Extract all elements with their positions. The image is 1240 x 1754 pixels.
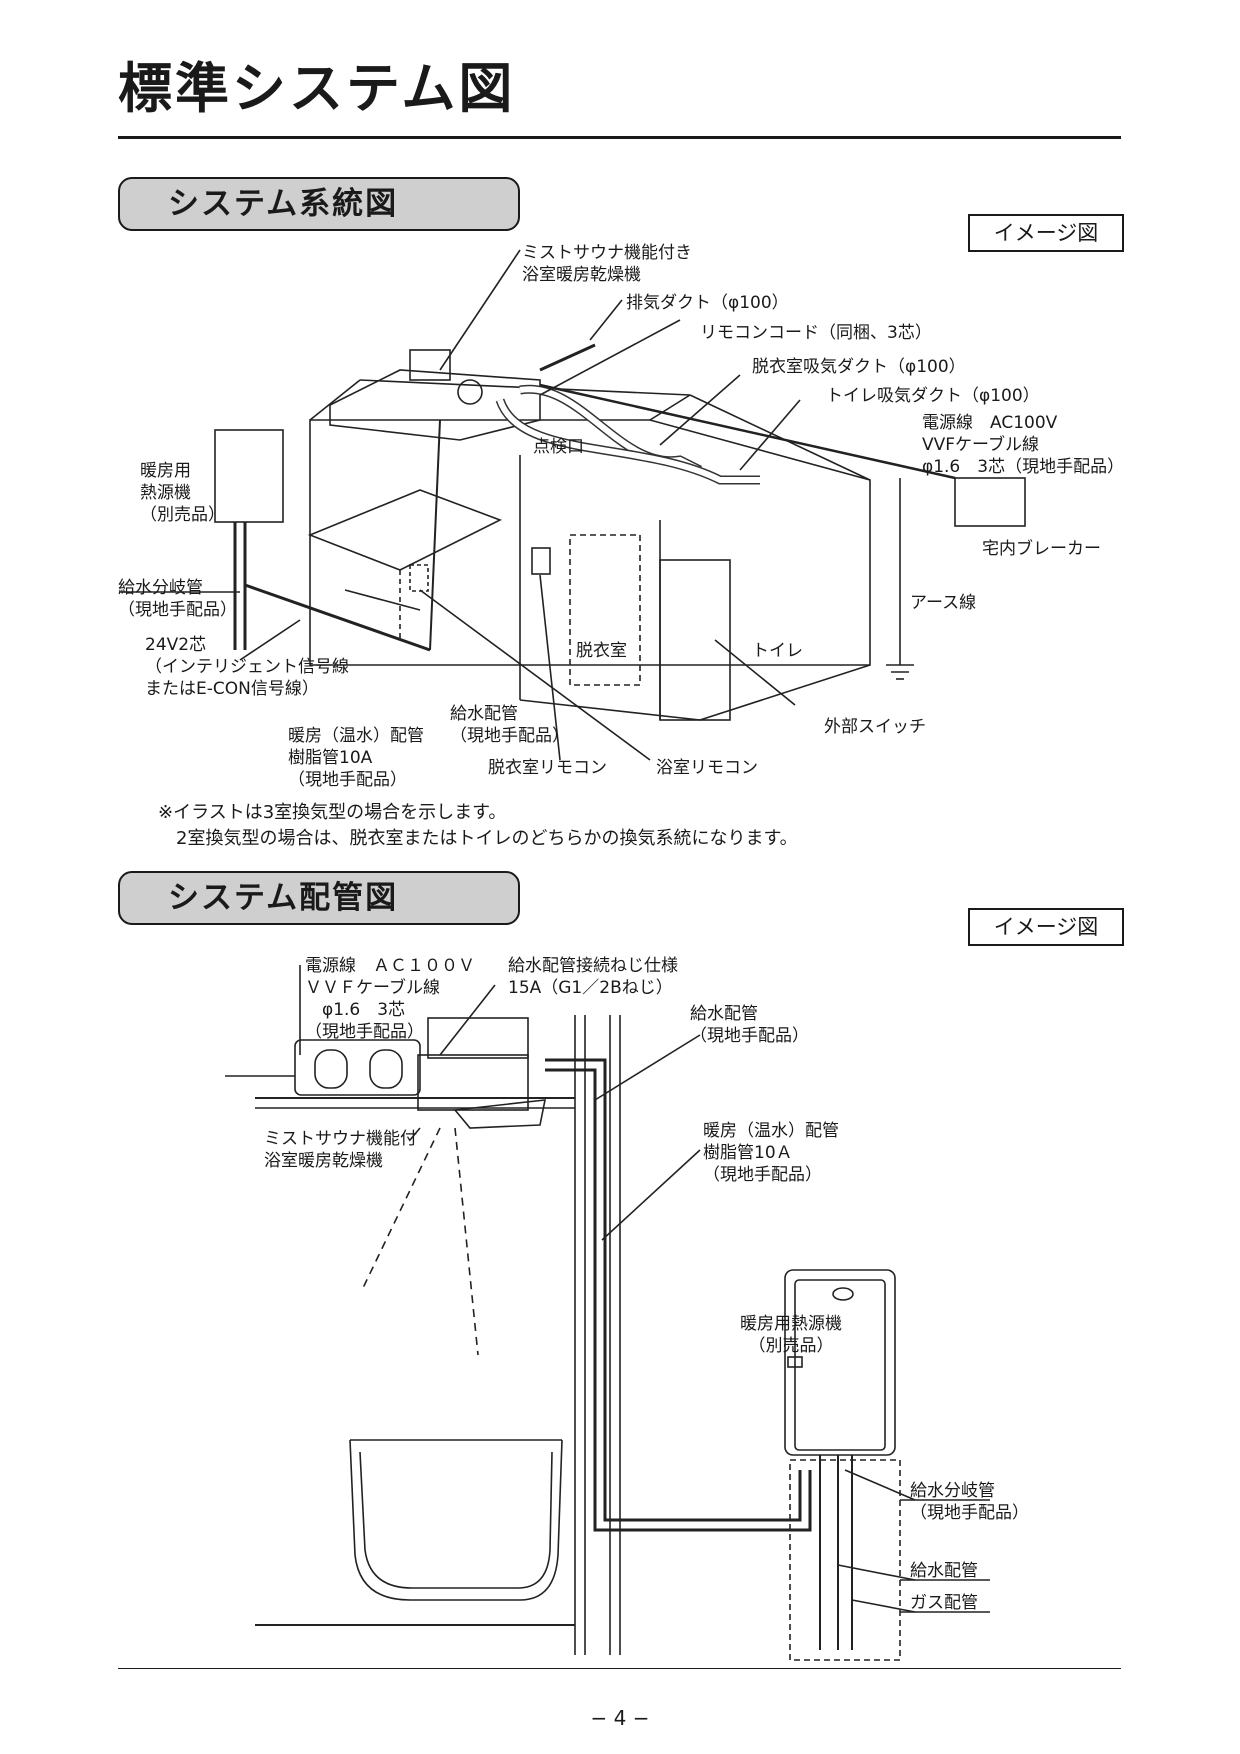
note-line-1: ※イラストは3室換気型の場合を示します。	[158, 802, 507, 823]
page-title: 標準システム図	[118, 57, 516, 120]
label-signal-line: 24V2芯 （インテリジェント信号線 またはE-CON信号線）	[145, 635, 349, 699]
label-external-switch: 外部スイッチ	[824, 717, 926, 737]
label-dressing-room: 脱衣室	[576, 641, 627, 661]
label-heat-source-2: 暖房用熱源機 （別売品）	[740, 1314, 842, 1356]
label-fan-2: ミストサウナ機能付 浴室暖房乾燥機	[264, 1129, 417, 1171]
note-line-2: 2室換気型の場合は、脱衣室またはトイレのどちらかの換気系統になります。	[158, 828, 798, 849]
label-water-pipe: 給水配管 （現地手配品）	[450, 704, 569, 746]
heat-source-unit-2	[784, 1269, 896, 1456]
label-dressing-intake: 脱衣室吸気ダクト（φ100）	[752, 357, 966, 377]
label-fan: ミストサウナ機能付き 浴室暖房乾燥機	[522, 243, 692, 285]
label-gas-pipe: ガス配管	[910, 1593, 978, 1613]
label-exhaust-duct: 排気ダクト（φ100）	[626, 293, 789, 313]
image-tag-1: イメージ図	[968, 214, 1124, 252]
label-power-line-2: 電源線 ＡＣ１００Ｖ ＶＶＦケーブル線 φ1.6 3芯 （現地手配品）	[305, 956, 475, 1042]
page-number: − 4 −	[590, 1706, 650, 1730]
label-thread-spec: 給水配管接続ねじ仕様 15A（G1／2Bねじ）	[508, 956, 678, 998]
fan-unit-port	[457, 379, 483, 405]
image-tag-2: イメージ図	[968, 908, 1124, 946]
label-heating-pipe: 暖房（温水）配管 樹脂管10A （現地手配品）	[288, 726, 424, 790]
section-system-diagram-heading: システム系統図	[118, 177, 520, 231]
label-heat-source: 暖房用 熱源機 （別売品）	[140, 461, 225, 525]
label-inspection: 点検口	[533, 437, 584, 457]
label-power-line: 電源線 AC100V VVFケーブル線 φ1.6 3芯（現地手配品）	[922, 413, 1125, 477]
heat-source-unit	[214, 429, 284, 523]
label-toilet: トイレ	[752, 641, 803, 661]
title-rule	[118, 136, 1121, 139]
label-heating-pipe-2: 暖房（温水）配管 樹脂管10Ａ （現地手配品）	[703, 1121, 839, 1185]
toilet-door	[659, 559, 731, 721]
label-toilet-intake: トイレ吸気ダクト（φ100）	[826, 386, 1040, 406]
bathtub-shape	[307, 489, 502, 571]
bath-remote	[409, 564, 429, 592]
label-water-branch: 給水分岐管 （現地手配品）	[118, 578, 237, 620]
label-dressing-remote: 脱衣室リモコン	[488, 758, 607, 778]
dressing-door	[569, 534, 641, 686]
label-water-branch-2: 給水分岐管 （現地手配品）	[910, 1481, 1029, 1523]
label-water-pipe-2: 給水配管 （現地手配品）	[690, 1004, 809, 1046]
footer-rule	[118, 1668, 1121, 1669]
label-breaker: 宅内ブレーカー	[982, 539, 1101, 559]
breaker-box	[954, 477, 1026, 527]
fan-unit-body	[329, 369, 541, 441]
label-earth: アース線	[910, 593, 977, 613]
label-remote-cord: リモコンコード（同梱、3芯）	[700, 323, 932, 343]
dressing-remote	[531, 547, 551, 575]
section-piping-diagram-heading: システム配管図	[118, 871, 520, 925]
label-water-pipe-3: 給水配管	[910, 1561, 978, 1581]
label-bath-remote: 浴室リモコン	[656, 758, 758, 778]
